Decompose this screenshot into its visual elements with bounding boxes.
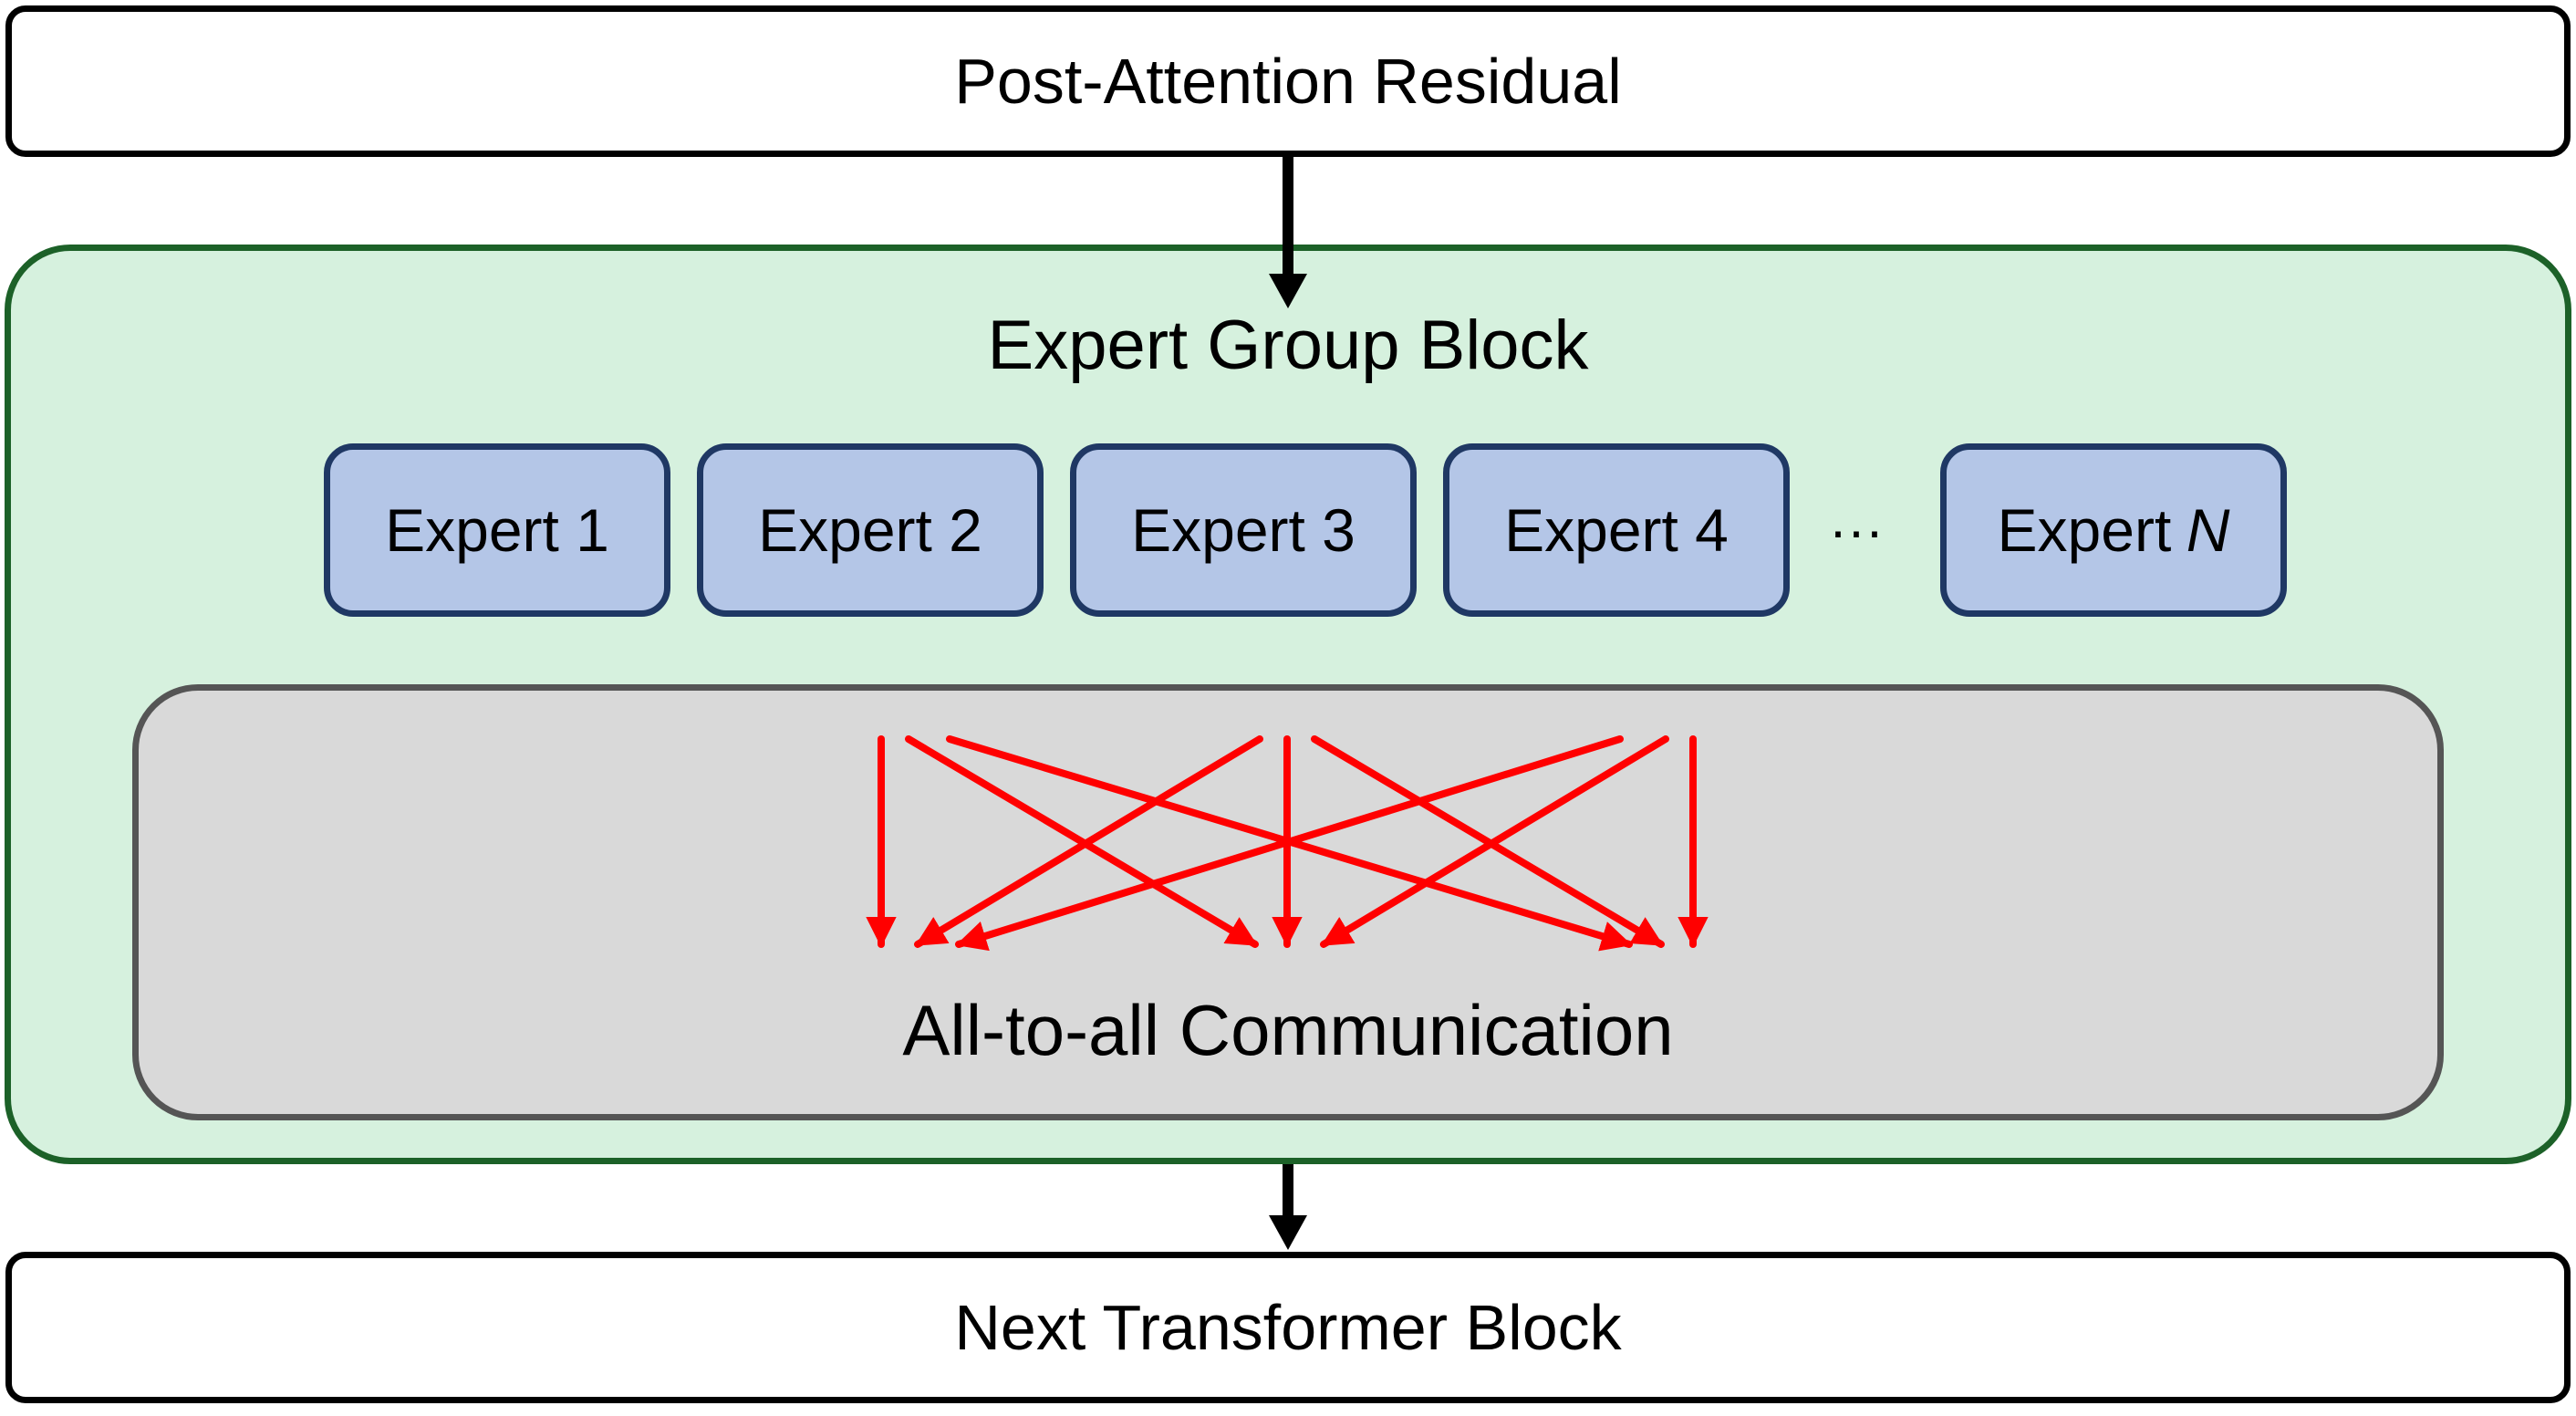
next-transformer-block-box: Next Transformer Block — [5, 1252, 2571, 1403]
ellipsis: ··· — [1829, 499, 1884, 561]
expert-n-prefix: Expert — [1997, 496, 2172, 564]
expert-group-title: Expert Group Block — [987, 306, 1589, 384]
expert-4-label: Expert 4 — [1504, 496, 1729, 564]
expert-3-box: Expert 3 — [1070, 443, 1417, 617]
expert-3-label: Expert 3 — [1131, 496, 1356, 564]
expert-n-variable: N — [2186, 496, 2230, 564]
expert-4-box: Expert 4 — [1443, 443, 1790, 617]
expert-2-label: Expert 2 — [758, 496, 982, 564]
expert-1-label: Expert 1 — [385, 496, 609, 564]
all-to-all-communication-label: All-to-all Communication — [902, 989, 1674, 1070]
post-attention-residual-label: Post-Attention Residual — [954, 46, 1622, 117]
next-transformer-block-label: Next Transformer Block — [954, 1292, 1622, 1363]
expert-2-box: Expert 2 — [697, 443, 1044, 617]
post-attention-residual-box: Post-Attention Residual — [5, 5, 2571, 157]
expert-1-box: Expert 1 — [324, 443, 670, 617]
